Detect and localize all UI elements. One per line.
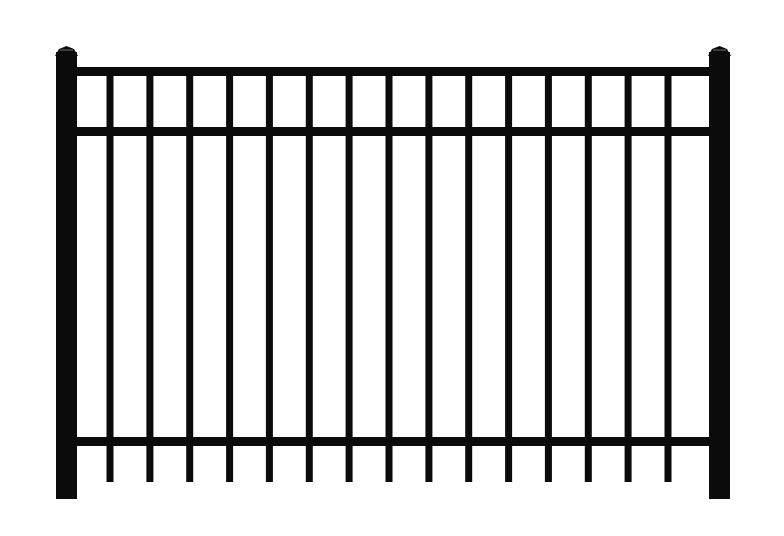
fence-post-left-cap-highlight <box>60 49 73 51</box>
fence-top-rail <box>77 67 709 76</box>
fence-mid-rail <box>77 127 709 136</box>
pickets-group <box>106 71 672 482</box>
posts-group <box>55 46 731 499</box>
fence-post-left <box>56 52 77 499</box>
fence-picket <box>664 71 672 482</box>
fence-picket <box>385 71 393 482</box>
fence-picket <box>106 71 114 482</box>
fence-picket <box>584 71 592 482</box>
fence-picket <box>544 71 552 482</box>
fence-picket <box>186 71 194 482</box>
rails-group <box>77 67 709 446</box>
fence-post-right <box>709 52 730 499</box>
fence-picket <box>226 71 234 482</box>
fence-picket <box>265 71 273 482</box>
fence-picket <box>465 71 473 482</box>
fence-picket <box>425 71 433 482</box>
fence-picket <box>624 71 632 482</box>
fence-bottom-rail <box>77 437 709 446</box>
fence-picket <box>505 71 513 482</box>
fence-post-right-cap-highlight <box>713 49 726 51</box>
fence-picket <box>146 71 154 482</box>
fence-picket <box>305 71 313 482</box>
fence-picket <box>345 71 353 482</box>
